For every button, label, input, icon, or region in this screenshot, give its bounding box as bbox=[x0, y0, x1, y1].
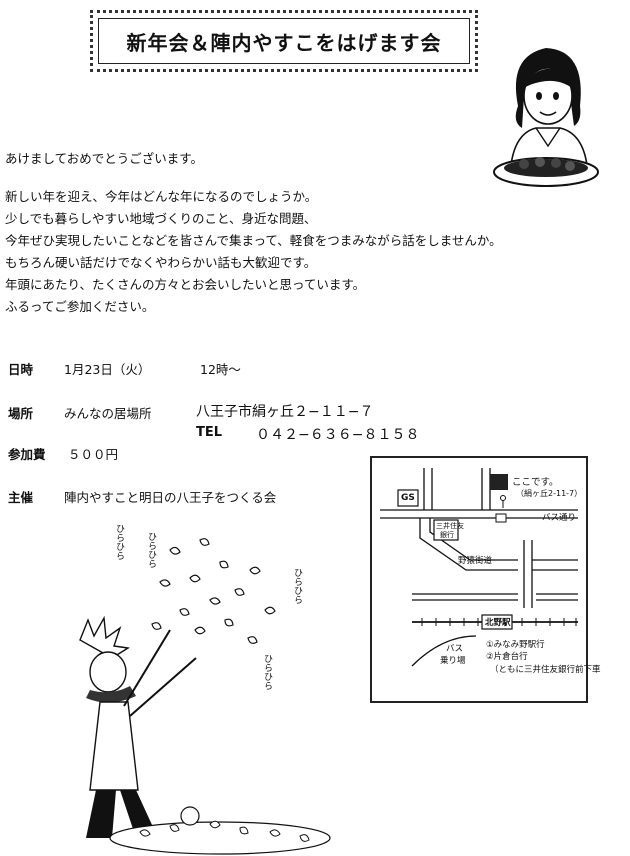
map-route-2: ②片倉台行 bbox=[486, 652, 528, 662]
map-roads bbox=[380, 468, 578, 667]
map-label-here: ここです。 bbox=[512, 477, 559, 488]
onomatopoeia-2: ひらひら bbox=[146, 532, 156, 568]
paragraph-line-6: ふるってご参加ください。 bbox=[5, 299, 155, 314]
access-map: GS ここです。 （絹ヶ丘2-11-7） 三井住友 銀行 バス通り 野猿街道 北… bbox=[370, 456, 601, 703]
fee-value: ５００円 bbox=[68, 447, 119, 462]
paragraph-line-2: 少しでも暮らしやすい地域づくりのこと、身近な問題、 bbox=[5, 211, 317, 226]
place-name: みんなの居場所 bbox=[64, 406, 152, 421]
destination-building bbox=[490, 474, 508, 490]
map-label-station: 北野駅 bbox=[485, 618, 511, 628]
map-label-bank-1: 三井住友 bbox=[436, 522, 464, 530]
map-label-bus-street: バス通り bbox=[542, 513, 577, 523]
bus-stop-icon bbox=[500, 495, 506, 508]
station-marker bbox=[481, 614, 513, 630]
place-address: 八王子市絹ヶ丘２−１１−７ bbox=[196, 404, 374, 420]
map-label-bus-stop-1: バス bbox=[446, 644, 464, 654]
woman-with-dish-illustration bbox=[493, 48, 599, 187]
paragraph-line-4: もちろん硬い話だけでなくやわらかい話も大歓迎です。 bbox=[5, 255, 317, 270]
greeting: あけましておめでとうございます。 bbox=[5, 151, 204, 166]
time-value: 12時〜 bbox=[200, 362, 241, 377]
date-value: 1月23日（火） bbox=[64, 362, 151, 377]
map-route-note: （ともに三井住友銀行前下車 bbox=[490, 665, 601, 675]
date-label: 日時 bbox=[8, 362, 34, 377]
paragraph-line-1: 新しい年を迎え、今年はどんな年になるのでしょうか。 bbox=[5, 189, 318, 204]
host-value: 陣内やすこと明日の八王子をつくる会 bbox=[64, 490, 277, 505]
map-label-bank-2: 銀行 bbox=[440, 531, 454, 539]
map-label-road: 野猿街道 bbox=[458, 556, 493, 566]
onomatopoeia-4: ひらひら bbox=[262, 654, 272, 690]
person-with-falling-leaves-illustration bbox=[79, 538, 331, 855]
fee-label: 参加費 bbox=[8, 447, 46, 462]
onomatopoeia-3: ひらひら bbox=[292, 568, 302, 604]
place-label: 場所 bbox=[8, 406, 34, 421]
title-box: 新年会＆陣内やすこをはげます会 bbox=[90, 10, 478, 72]
map-label-gs: GS bbox=[401, 493, 415, 503]
map-route-1: ①みなみ野駅行 bbox=[486, 640, 545, 650]
onomatopoeia-1: ひらひら bbox=[114, 524, 124, 560]
leaf-pile bbox=[109, 821, 331, 855]
host-label: 主催 bbox=[8, 490, 34, 505]
person-figure bbox=[79, 615, 197, 838]
gas-station-marker bbox=[397, 489, 419, 507]
tel-label: TEL bbox=[196, 425, 223, 440]
tel-value: ０４２−６３６−８１５８ bbox=[256, 427, 420, 443]
small-creature-in-leaves bbox=[180, 806, 200, 826]
map-label-here-address: （絹ヶ丘2-11-7） bbox=[516, 489, 583, 498]
bus-shelter-icon bbox=[495, 513, 507, 523]
bank-marker bbox=[433, 519, 459, 541]
map-label-bus-stop-2: 乗り場 bbox=[440, 656, 466, 666]
paragraph-line-3: 今年ぜひ実現したいことなどを皆さんで集まって、軽食をつまみながら話をしませんか。 bbox=[5, 233, 502, 248]
paragraph-line-5: 年頭にあたり、たくさんの方々とお会いしたいと思っています。 bbox=[5, 277, 366, 292]
page-title: 新年会＆陣内やすこをはげます会 bbox=[98, 18, 470, 64]
